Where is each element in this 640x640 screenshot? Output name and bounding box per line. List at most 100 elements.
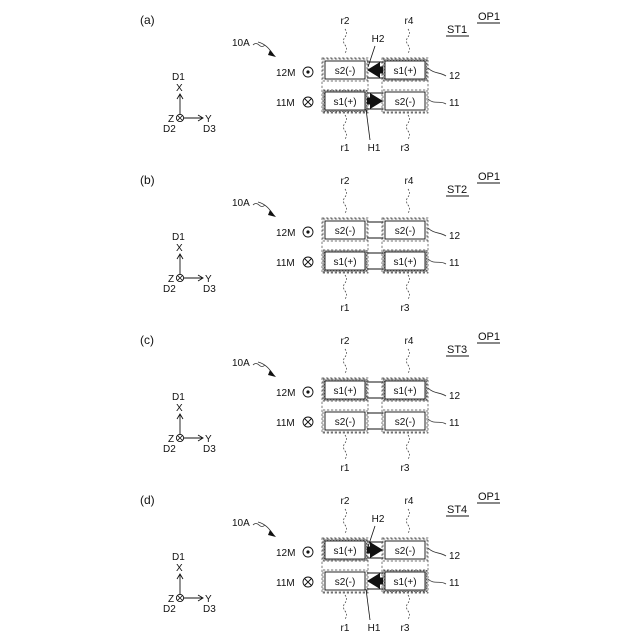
axis-d3-label: D3 bbox=[203, 284, 216, 295]
region-r1-leader bbox=[344, 115, 347, 139]
wire-12-leader bbox=[428, 388, 446, 396]
cell-top-right-label: s2(-) bbox=[395, 546, 416, 557]
region-r1-leader bbox=[344, 595, 347, 619]
wire-11-leader bbox=[428, 259, 446, 264]
cell-top-left-label: s1(+) bbox=[333, 386, 356, 397]
magnet-12m-label: 12M bbox=[276, 68, 295, 79]
region-r4-label: r4 bbox=[405, 496, 414, 507]
cell-top-left-label: s2(-) bbox=[335, 226, 356, 237]
wire-12-leader bbox=[428, 228, 446, 236]
wire-11-label: 11 bbox=[449, 258, 460, 269]
h-top-label: H2 bbox=[372, 34, 385, 45]
wire-12-label: 12 bbox=[449, 71, 461, 82]
arrow-top bbox=[367, 62, 383, 78]
wire-12-label: 12 bbox=[449, 551, 461, 562]
region-r3-leader bbox=[407, 115, 410, 139]
magnet-11m-label: 11M bbox=[276, 258, 295, 269]
region-r1-label: r1 bbox=[341, 623, 350, 634]
h-bottom-leader bbox=[366, 109, 370, 140]
region-r2-label: r2 bbox=[341, 176, 350, 187]
op-label: OP1 bbox=[478, 491, 500, 503]
ref-arrowhead bbox=[268, 370, 276, 377]
region-r4-leader bbox=[407, 189, 410, 213]
ref-label: 10A bbox=[232, 38, 250, 49]
region-r3-label: r3 bbox=[401, 143, 410, 154]
axis-d1-label: D1 bbox=[172, 392, 185, 403]
arrow-bottom bbox=[367, 573, 383, 589]
region-r4-label: r4 bbox=[405, 336, 414, 347]
region-r3-leader bbox=[407, 275, 410, 299]
region-r2-label: r2 bbox=[341, 336, 350, 347]
h-bottom-leader bbox=[366, 589, 370, 620]
h-bottom-label: H1 bbox=[368, 143, 381, 154]
region-r1-label: r1 bbox=[341, 143, 350, 154]
axis-d3-label: D3 bbox=[203, 604, 216, 615]
region-r2-label: r2 bbox=[341, 16, 350, 27]
cell-top-right-label: s1(+) bbox=[393, 66, 416, 77]
axis-x-label: X bbox=[176, 563, 183, 574]
ref-arrowhead bbox=[268, 210, 276, 217]
region-r2-leader bbox=[344, 509, 347, 533]
cell-bottom-left-label: s1(+) bbox=[333, 257, 356, 268]
ref-label: 10A bbox=[232, 518, 250, 529]
region-r3-leader bbox=[407, 595, 410, 619]
arrow-top bbox=[367, 542, 383, 558]
cell-bottom-right-label: s1(+) bbox=[393, 257, 416, 268]
region-r3-label: r3 bbox=[401, 303, 410, 314]
region-r3-label: r3 bbox=[401, 623, 410, 634]
magnet-12m-label: 12M bbox=[276, 548, 295, 559]
h-top-label: H2 bbox=[372, 514, 385, 525]
region-r1-label: r1 bbox=[341, 303, 350, 314]
cell-bottom-left-label: s2(-) bbox=[335, 577, 356, 588]
cell-top-left-label: s2(-) bbox=[335, 66, 356, 77]
wire-12-leader bbox=[428, 68, 446, 76]
region-r1-leader bbox=[344, 275, 347, 299]
axis-d1-label: D1 bbox=[172, 72, 185, 83]
axis-x-label: X bbox=[176, 83, 183, 94]
ref-arrowhead bbox=[268, 530, 276, 537]
region-r4-label: r4 bbox=[405, 16, 414, 27]
arrow-bottom bbox=[367, 93, 383, 109]
op-label: OP1 bbox=[478, 11, 500, 23]
panel-letter: (c) bbox=[140, 333, 154, 347]
wire-12-leader bbox=[428, 548, 446, 556]
cell-bottom-left-label: s1(+) bbox=[333, 97, 356, 108]
op-label: OP1 bbox=[478, 171, 500, 183]
region-r2-leader bbox=[344, 349, 347, 373]
region-r4-leader bbox=[407, 509, 410, 533]
axis-d1-label: D1 bbox=[172, 552, 185, 563]
magnet-11m-label: 11M bbox=[276, 98, 295, 109]
wire-12-label: 12 bbox=[449, 391, 461, 402]
axis-d1-label: D1 bbox=[172, 232, 185, 243]
region-r1-leader bbox=[344, 435, 347, 459]
current-out-dot bbox=[306, 70, 309, 73]
cell-top-right-label: s1(+) bbox=[393, 386, 416, 397]
cell-top-right-label: s2(-) bbox=[395, 226, 416, 237]
step-label: ST1 bbox=[447, 24, 467, 36]
cell-bottom-right-label: s2(-) bbox=[395, 97, 416, 108]
h-bottom-label: H1 bbox=[368, 623, 381, 634]
cell-top-left-label: s1(+) bbox=[333, 546, 356, 557]
panel-letter: (d) bbox=[140, 493, 155, 507]
axis-d3-label: D3 bbox=[203, 444, 216, 455]
magnet-11m-label: 11M bbox=[276, 578, 295, 589]
axis-d3-label: D3 bbox=[203, 124, 216, 135]
wire-11-label: 11 bbox=[449, 578, 460, 589]
region-r1-label: r1 bbox=[341, 463, 350, 474]
magnet-12m-label: 12M bbox=[276, 388, 295, 399]
region-r4-leader bbox=[407, 349, 410, 373]
region-r4-leader bbox=[407, 29, 410, 53]
region-r3-leader bbox=[407, 435, 410, 459]
wire-11-leader bbox=[428, 99, 446, 104]
cell-bottom-right-label: s1(+) bbox=[393, 577, 416, 588]
wire-12-label: 12 bbox=[449, 231, 461, 242]
current-out-dot bbox=[306, 390, 309, 393]
ref-label: 10A bbox=[232, 198, 250, 209]
wire-11-label: 11 bbox=[449, 418, 460, 429]
magnet-12m-label: 12M bbox=[276, 228, 295, 239]
region-r2-label: r2 bbox=[341, 496, 350, 507]
ref-arrowhead bbox=[268, 50, 276, 57]
cell-bottom-left-label: s2(-) bbox=[335, 417, 356, 428]
axis-x-label: X bbox=[176, 243, 183, 254]
